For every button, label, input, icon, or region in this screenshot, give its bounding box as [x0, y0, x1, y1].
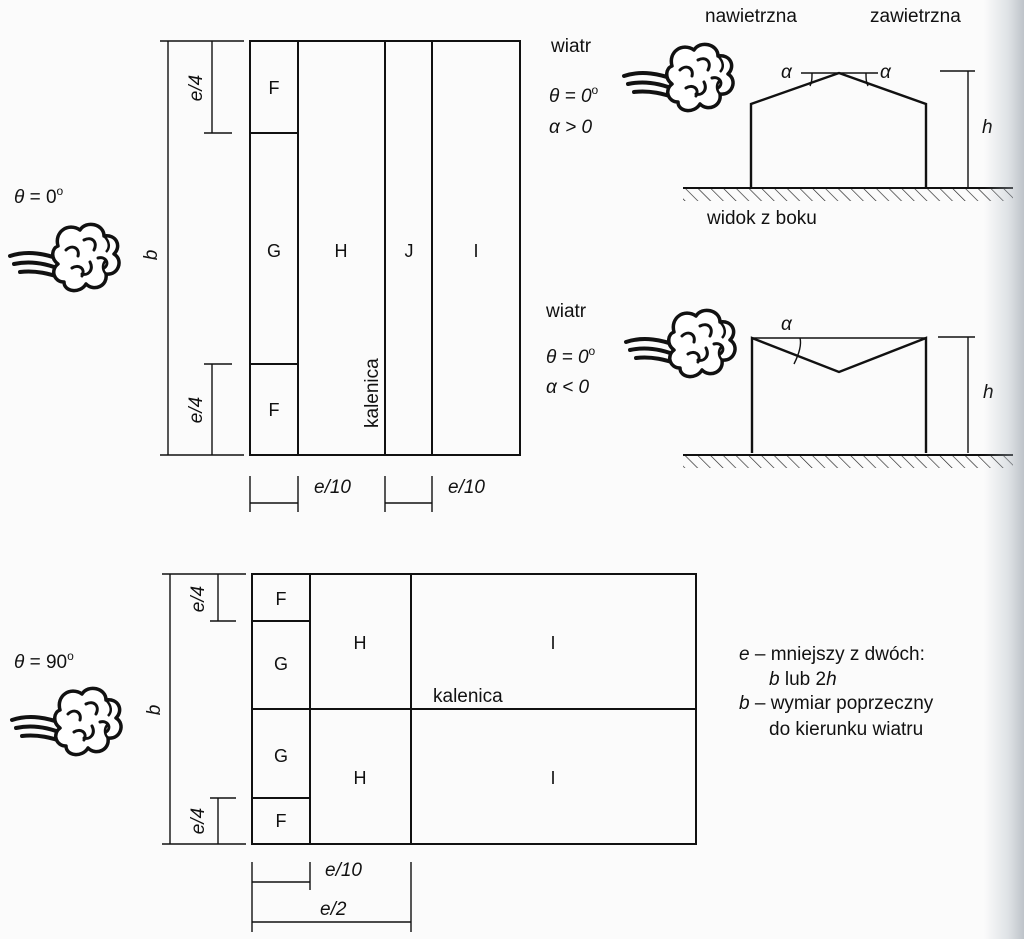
dimension-lines-top [160, 40, 433, 512]
ridge-label-bottom: kalenica [433, 686, 503, 707]
dim-label-e10-bottom: e/10 [325, 860, 362, 881]
legend-e-options: b lub 2h [769, 669, 837, 690]
zone-label-g-bottom-90: G [274, 746, 288, 766]
duopitch-roof-outline [749, 71, 928, 187]
alpha-symbol-left: α [781, 62, 793, 83]
wind-gust-icon [10, 686, 124, 757]
plan-theta-90 [251, 573, 697, 845]
zone-label-g-top-90: G [274, 654, 288, 674]
dim-label-e2-bottom: e/2 [320, 899, 347, 920]
alpha-label-pos: α > 0 [549, 117, 592, 138]
theta-label-neg: θ = 0o [546, 344, 596, 368]
wind-label-pos: wiatr [550, 36, 592, 57]
theta-label-pos: θ = 0o [549, 83, 599, 107]
dim-label-e4-top-upper: e/4 [186, 75, 207, 101]
dim-label-e10-top-right: e/10 [448, 477, 485, 498]
windward-label: nawietrzna [705, 6, 797, 27]
leeward-label: zawietrzna [870, 6, 961, 27]
zone-label-h-top-90: H [354, 633, 367, 653]
zone-label-h: H [335, 241, 348, 261]
zone-label-f-bottom: F [269, 400, 280, 420]
wind-gust-icon [624, 308, 738, 379]
zone-label-h-bottom-90: H [354, 768, 367, 788]
ground-hatch-bottom [683, 456, 1013, 468]
zone-label-i-bottom-90: I [550, 768, 555, 788]
troughed-roof-outline [750, 336, 928, 453]
zone-label-j: J [405, 241, 414, 261]
ground-hatch-top [683, 189, 1013, 201]
legend-b-definition: b – wymiar poprzeczny [739, 693, 934, 714]
alpha-symbol-right: α [880, 62, 892, 83]
dim-label-e4-top-lower: e/4 [186, 397, 207, 423]
legend-b-continuation: do kierunku wiatru [769, 719, 923, 740]
legend-e-definition: e – mniejszy z dwóch: [739, 644, 925, 665]
zone-label-i: I [473, 241, 478, 261]
wind-gust-icon [8, 222, 122, 293]
dim-label-b-bottom: b [144, 705, 165, 716]
wind-label-neg: wiatr [545, 301, 587, 322]
zone-label-i-top-90: I [550, 633, 555, 653]
zone-label-g: G [267, 241, 281, 261]
plan-theta-0 [249, 40, 521, 456]
ridge-label-top: kalenica [362, 358, 383, 428]
dim-label-e10-top-left: e/10 [314, 477, 351, 498]
legend: e – mniejszy z dwóch: b lub 2h b – wymia… [739, 644, 934, 740]
page-edge-shadow [984, 0, 1024, 939]
alpha-label-neg: α < 0 [546, 377, 589, 398]
dim-label-e4-bottom-upper: e/4 [188, 586, 209, 612]
side-view-caption: widok z boku [706, 208, 817, 229]
zone-label-f-top: F [269, 78, 280, 98]
dimension-lines-bottom [162, 573, 412, 932]
dim-label-b-top: b [141, 250, 162, 261]
zone-label-f-top-90: F [276, 589, 287, 609]
side-view-pitched [749, 70, 975, 187]
theta-0-label: θ = 0o [14, 184, 64, 208]
wind-gust-icon [622, 42, 736, 113]
side-view-troughed [750, 336, 975, 453]
alpha-symbol-neg: α [781, 314, 793, 335]
zone-label-f-bottom-90: F [276, 811, 287, 831]
dim-label-e4-bottom-lower: e/4 [188, 808, 209, 834]
theta-90-label: θ = 90o [14, 649, 74, 673]
